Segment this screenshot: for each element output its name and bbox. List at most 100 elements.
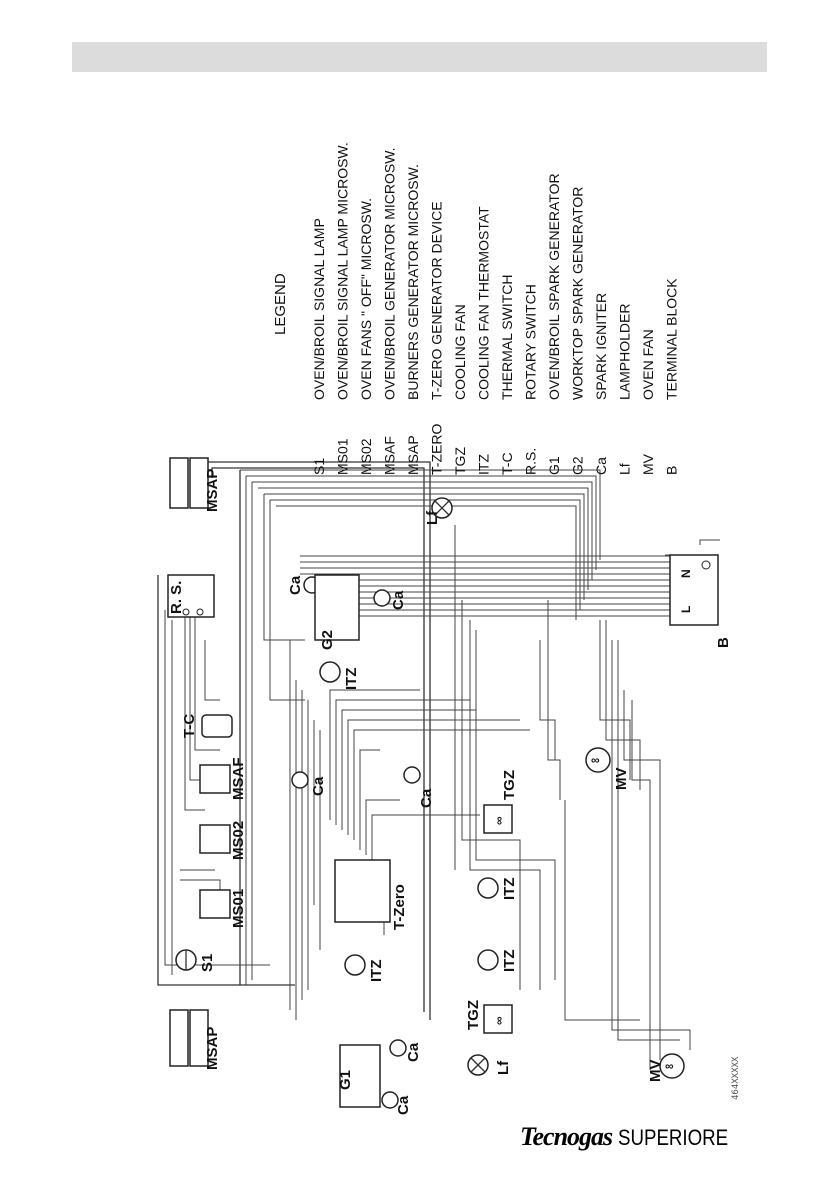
ca-label-2: Ca [390, 590, 407, 610]
g1-label: G1 [337, 1070, 354, 1090]
tgz-label-left: TGZ [465, 1000, 482, 1030]
svg-text:∞: ∞ [591, 753, 600, 767]
spark-igniter-msaf: Ca [291, 771, 327, 796]
tgz-cooling-fan-left: ∞ TGZ [465, 1000, 513, 1034]
tgz-cooling-fan-right: ∞ TGZ [483, 770, 518, 834]
legend-code: T-C [499, 452, 515, 475]
legend-description: WORKTOP SPARK GENERATOR [570, 187, 586, 400]
ca-label-3: Ca [310, 776, 327, 796]
signal-lamp-s1: S1 [175, 949, 216, 972]
lf-label-left: Lf [495, 1060, 512, 1075]
g2-label: G2 [319, 630, 336, 650]
lf-label-right: Lf [424, 510, 441, 525]
legend-code: G1 [546, 456, 562, 475]
ca-label-5: Ca [405, 1042, 422, 1062]
tgz-label-right: TGZ [501, 770, 518, 800]
legend-description: OVEN FAN [640, 329, 656, 400]
legend-description: THERMAL SWITCH [499, 275, 515, 400]
ms02-label: MS02 [230, 821, 247, 860]
legend-code: R.S. [523, 448, 539, 475]
ca-label-1: Ca [287, 575, 304, 595]
legend-code: MS01 [335, 438, 351, 475]
brand-line: SUPERIORE [618, 1125, 729, 1150]
legend-code: G2 [570, 456, 586, 475]
ca-label-6: Ca [395, 1095, 412, 1115]
legend-code: MV [640, 453, 656, 475]
legend-code: ITZ [476, 454, 492, 475]
legend-description: OVEN/BROIL SIGNAL LAMP [311, 218, 327, 400]
legend-code: T-ZERO [429, 424, 445, 475]
g1-spark-generator: G1 [337, 1044, 381, 1108]
itz-label-top: ITZ [343, 668, 360, 691]
itz-label-lower: ITZ [501, 950, 518, 973]
msap-left-switch: MSAP [169, 1009, 221, 1070]
itz-label-right: ITZ [501, 878, 518, 901]
svg-text:∞: ∞ [492, 816, 506, 825]
ms01-microswitch: MS01 [199, 889, 247, 928]
legend-description: OVEN/BROIL SIGNAL LAMP MICROSW. [335, 142, 351, 400]
rotary-switch: R. S. [167, 574, 215, 618]
wires [157, 461, 720, 1070]
legend-description: COOLING FAN [452, 304, 468, 400]
legend-description: ROTARY SWITCH [523, 284, 539, 400]
brand-name: Tecnogas [520, 1122, 613, 1151]
legend-description: TERMINAL BLOCK [664, 278, 680, 400]
legend-code: B [664, 466, 680, 475]
legend-code: S1 [311, 458, 327, 475]
s1-label: S1 [199, 954, 216, 972]
msap-right-label: MSAP [204, 469, 221, 512]
drawing-number: 464XXXXX [731, 1056, 741, 1100]
legend-description: OVEN FANS " OFF" MICROSW. [358, 198, 374, 400]
spark-igniter-g1-b: Ca [381, 1091, 412, 1115]
oven-fan-left: ∞ MV [647, 1053, 685, 1083]
ms02-microswitch: MS02 [199, 821, 247, 860]
itz-thermostat-right: ITZ [477, 877, 518, 901]
svg-text:∞: ∞ [492, 1016, 506, 1025]
ms01-label: MS01 [230, 889, 247, 928]
spark-igniter-mid: Ca [403, 766, 435, 808]
legend-code: MSAP [405, 435, 421, 475]
legend-description: COOLING FAN THERMOSTAT [476, 206, 492, 400]
itz-thermostat-mid: ITZ [344, 954, 385, 983]
legend-code: Ca [593, 457, 609, 475]
msaf-label: MSAF [230, 758, 247, 801]
svg-text:N: N [679, 569, 693, 578]
lampholder-left: Lf [467, 1054, 512, 1076]
legend-code: MS02 [358, 438, 374, 475]
brand-logo: Tecnogas SUPERIORE [520, 1122, 770, 1152]
legend-description: BURNERS GENERATOR MICROSW. [405, 164, 421, 400]
lampholder-right: Lf [424, 497, 453, 525]
legend-title: LEGEND [272, 273, 289, 335]
header-bar [72, 42, 767, 72]
msaf-microswitch: MSAF [199, 758, 247, 801]
g2-spark-generator: G2 [314, 574, 360, 650]
legend-code: MSAF [382, 436, 398, 475]
legend-code: Lf [617, 463, 633, 475]
t-zero-label: T-Zero [391, 884, 408, 930]
terminal-block: N L B [669, 554, 732, 648]
rotary-switch-label: R. S. [168, 581, 185, 614]
spark-igniter-g2-b: Ca [373, 589, 407, 610]
legend-code: TGZ [452, 447, 468, 475]
mv-label-left: MV [647, 1060, 664, 1083]
spark-igniter-g1-a: Ca [389, 1039, 422, 1062]
mv-label-right: MV [613, 768, 630, 791]
legend-description: LAMPHOLDER [617, 304, 633, 400]
legend-description: OVEN/BROIL GENERATOR MICROSW. [382, 147, 398, 400]
itz-thermostat-top: ITZ [319, 661, 360, 691]
legend: LEGEND S1 OVEN/BROIL SIGNAL LAMP MS01 OVEN/… [272, 142, 680, 475]
msap-left-label: MSAP [204, 1027, 221, 1070]
thermal-switch-label: T-C [181, 714, 198, 738]
oven-fan-right: ∞ MV [585, 747, 630, 791]
msap-right-switch: MSAP [169, 457, 221, 512]
ca-label-4: Ca [418, 788, 435, 808]
itz-label-mid: ITZ [368, 960, 385, 983]
t-zero-device: T-Zero [334, 859, 408, 930]
legend-description: T-ZERO GENERATOR DEVICE [429, 201, 445, 400]
terminal-block-label: B [715, 637, 732, 648]
svg-text:∞: ∞ [665, 1059, 674, 1073]
legend-description: OVEN/BROIL SPARK GENERATOR [546, 173, 562, 400]
itz-thermostat-lower: ITZ [477, 949, 518, 973]
thermal-switch: T-C [181, 714, 233, 738]
